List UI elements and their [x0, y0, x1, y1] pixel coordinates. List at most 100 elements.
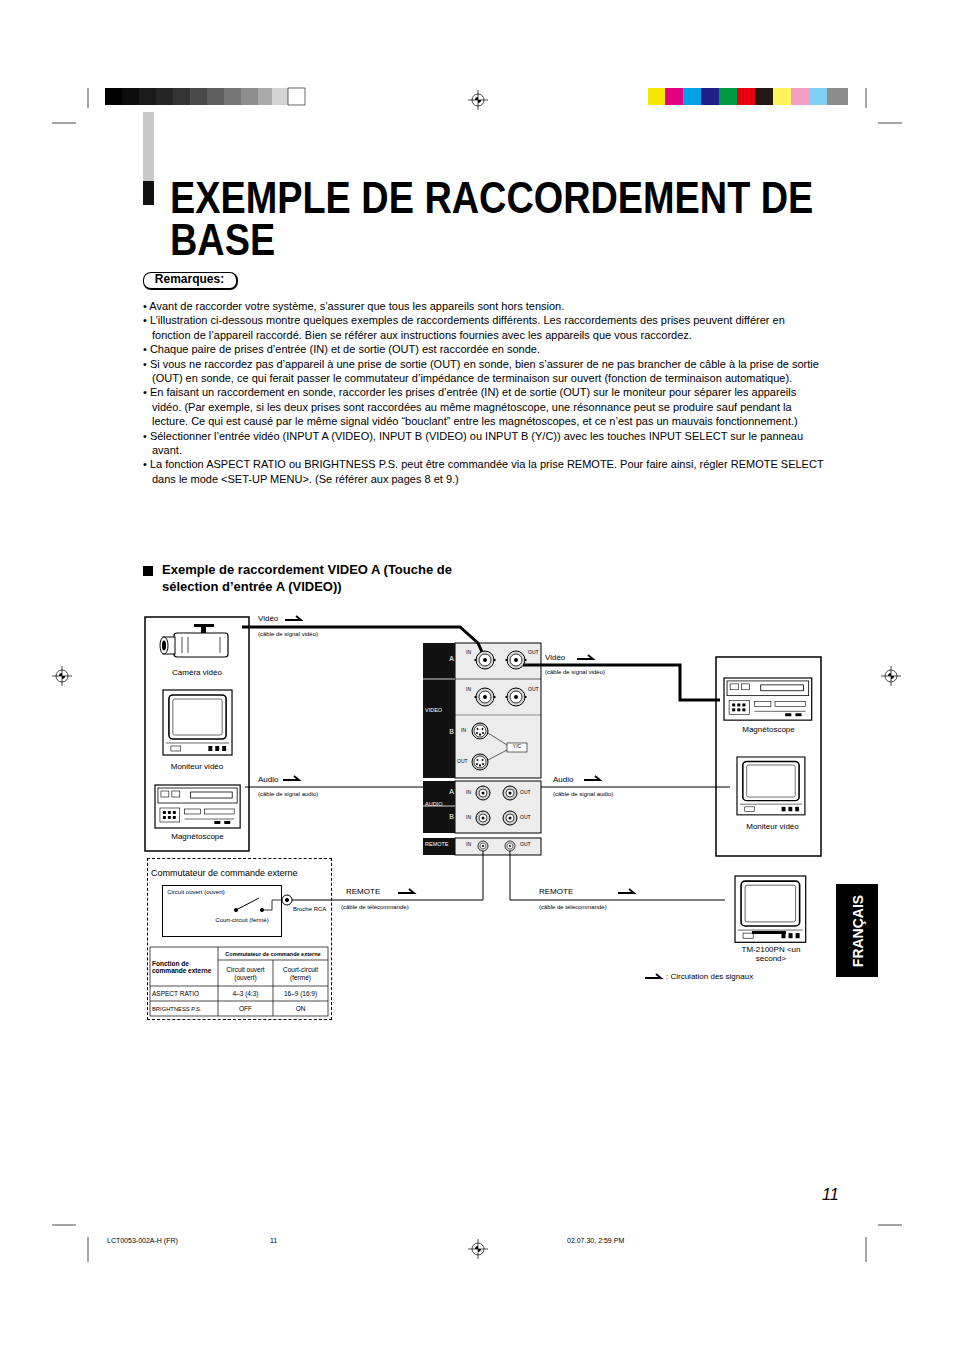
terminal-label: B [448, 813, 455, 820]
language-tab: FRANÇAIS [836, 884, 878, 977]
illustration [724, 678, 812, 720]
grey-scale-bar [156, 88, 173, 105]
table-cell: ON [274, 1002, 327, 1016]
terminal-label: OUT [520, 815, 532, 820]
cable-stubs [478, 643, 482, 652]
colour-bar [755, 88, 773, 105]
terminal-label: A [448, 788, 455, 795]
terminal-panel [472, 754, 488, 770]
grey-scale-bar [105, 88, 305, 105]
terminal-panel [506, 688, 527, 706]
cable-label: (câble de télécommande) [341, 904, 431, 911]
node-text: Moniteur vidéo [730, 822, 815, 831]
illustration [584, 776, 600, 780]
function-table-lines [150, 947, 328, 1016]
terminal-panel [423, 838, 455, 855]
external-switch-symbol [282, 895, 292, 905]
note-item: • Sélectionner l’entrée vidéo (INPUT A (… [143, 429, 825, 458]
switch-box: Circuit ouvert (ouvert) Court-circuit (fe… [162, 885, 282, 937]
terminal-panel [503, 786, 517, 800]
terminal-panel [423, 643, 455, 778]
note-item: • La fonction ASPECT RATIO ou BRIGHTNESS… [143, 457, 825, 486]
function-table-lines [150, 947, 328, 1016]
video-cable [242, 627, 478, 643]
legend-arrow-sample [645, 974, 661, 978]
colour-bar [719, 88, 737, 105]
edge-label: Vidéo [258, 614, 278, 623]
device: Magnétoscope [720, 672, 817, 740]
external-switch-symbol [285, 898, 288, 901]
grey-scale-bar [190, 88, 207, 105]
terminal-label: VIDEO [425, 708, 447, 714]
terminal-label: AUDIO [425, 802, 447, 808]
illustration [881, 666, 901, 686]
cable-stubs [523, 664, 541, 667]
terminal-panel [507, 743, 527, 752]
node-text: Magnétoscope [720, 725, 817, 734]
video-camera-icon [162, 641, 166, 651]
terminal-label: IN [466, 842, 475, 847]
video-camera-icon [201, 627, 206, 633]
cable-label: (câble de télécommande) [539, 904, 629, 911]
terminal-panel [475, 688, 496, 706]
signal-cable [541, 787, 730, 788]
table-cell: Court-circuit (fermé) [274, 961, 327, 986]
grey-scale-bar [272, 88, 288, 105]
video-camera-icon [174, 633, 228, 657]
illustration [737, 757, 805, 815]
source-group-box [145, 617, 249, 851]
grey-scale-bar [241, 88, 258, 105]
grey-scale-bar [105, 88, 122, 105]
tm-2100pn-icon [752, 931, 786, 934]
node-text: Moniteur vidéo [152, 762, 242, 771]
note-item: • En faisant un raccordement en sonde, r… [143, 385, 825, 428]
crop-marks [52, 88, 902, 1262]
title-bar [143, 112, 154, 205]
terminal-panel [455, 781, 541, 833]
terminal-panel [455, 715, 541, 716]
title-bar [143, 112, 154, 205]
illustration [577, 655, 593, 659]
colour-bar [648, 88, 665, 105]
cable-label: (câble de signal audio) [258, 791, 348, 798]
node-text: Circuit ouvert (ouvert) [166, 889, 226, 896]
terminal-panel [476, 811, 490, 825]
cable-stubs [478, 643, 541, 855]
tm-2100pn-icon [735, 876, 806, 942]
terminal-label: REMOTE [425, 842, 451, 848]
node-text: Remarques: [143, 273, 236, 287]
footer-text: 02.07.30, 2:59 PM [567, 1237, 667, 1245]
crop-marks [52, 88, 902, 1262]
function-table: Fonction de commande externeCommutateur … [150, 947, 328, 1016]
edge-label: Vidéo [545, 653, 565, 662]
colour-bar [773, 88, 791, 105]
terminal-label: IN [466, 790, 475, 795]
colour-bar [809, 88, 827, 105]
device: Magnétoscope [150, 782, 245, 847]
video-camera-icon [160, 637, 168, 654]
external-switch-box: Commutateur de commande externeBroche RC… [147, 858, 332, 1020]
grey-scale-bar [224, 88, 241, 105]
illustration [155, 785, 240, 828]
terminal-panel [423, 643, 541, 855]
cable-label: (câble de signal vidéo) [258, 631, 348, 638]
footer-text: 11 [270, 1237, 290, 1245]
node-text: FRANÇAIS [836, 884, 878, 977]
node-text: Magnétoscope [150, 832, 245, 841]
edge-label: REMOTE [346, 887, 380, 896]
video-cable [541, 665, 720, 700]
grey-scale-bar [139, 88, 156, 105]
illustration [468, 90, 488, 110]
colour-bar [737, 88, 755, 105]
terminal-label: OUT [457, 759, 469, 764]
node-text: Court-circuit (fermé) [210, 917, 274, 924]
terminal-label: A [448, 655, 455, 662]
terminal-label: B [448, 728, 455, 735]
legend-arrow-sample [645, 973, 664, 980]
table-cell: 4–3 (4:3) [219, 987, 272, 1001]
terminal-label: Y/C [507, 744, 527, 749]
terminal-panel [455, 679, 541, 680]
note-item: • Chaque paire de prises d’entrée (IN) e… [143, 342, 825, 356]
grey-scale-bar [258, 88, 272, 105]
title-bar [143, 181, 154, 205]
